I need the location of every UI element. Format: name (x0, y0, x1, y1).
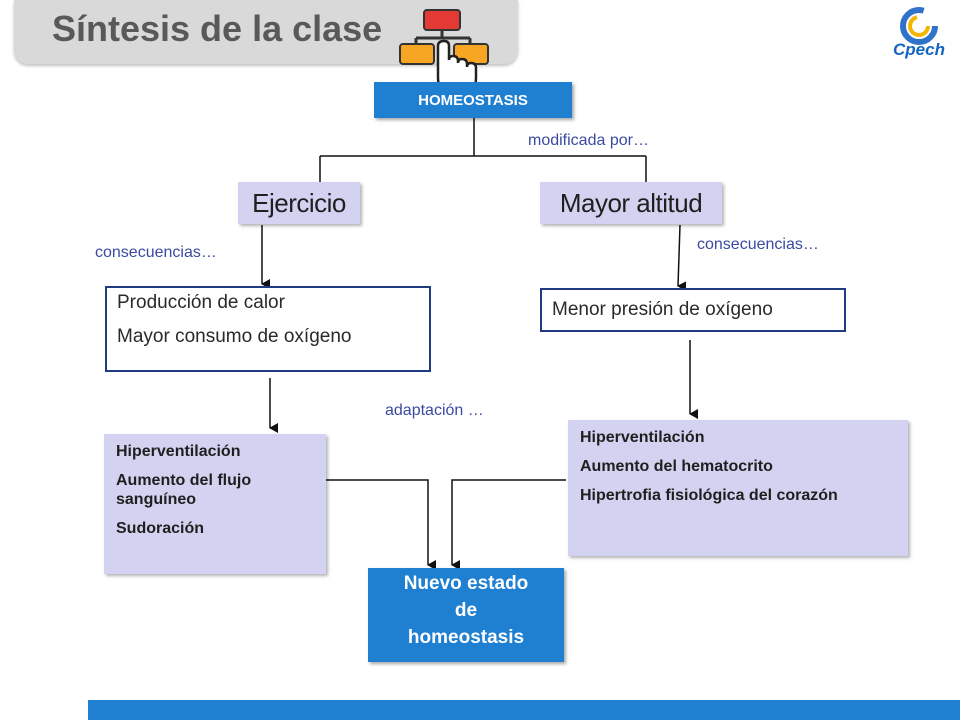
effect-item: Producción de calor (117, 292, 285, 313)
page-title: Síntesis de la clase (52, 8, 383, 49)
adaptation-item: Aumento del hematocrito (580, 458, 773, 475)
branch-exercise-node: Ejercicio (238, 182, 360, 224)
cpech-logo-icon (900, 7, 938, 45)
homeostasis-root-node: HOMEOSTASIS (374, 82, 572, 118)
exercise-effects-box: Producción de calor Mayor consumo de oxí… (105, 286, 431, 372)
adaptation-item: Aumento del flujo sanguíneo (116, 472, 252, 508)
flowchart-hand-icon (399, 9, 489, 96)
adaptation-item: Hiperventilación (116, 443, 241, 460)
result-line: Nuevo estado (403, 573, 529, 594)
adaptation-annotation: adaptación … (385, 402, 484, 419)
effect-item: Mayor consumo de oxígeno (117, 326, 352, 347)
modifier-annotation: modificada por… (528, 132, 649, 149)
altitude-adaptations-box: Hiperventilación Aumento del hematocrito… (568, 420, 908, 556)
homeostasis-root-label: HOMEOSTASIS (418, 91, 528, 109)
result-line: de (454, 600, 478, 621)
result-line: homeostasis (407, 627, 525, 648)
consequence-annotation-left: consecuencias… (95, 244, 217, 261)
brand-logo-text: Cpech (893, 40, 945, 59)
altitude-effect-box: Menor presión de oxígeno (540, 288, 846, 332)
new-homeostasis-node: Nuevo estado de homeostasis (368, 568, 564, 662)
branch-altitude-node: Mayor altitud (540, 182, 722, 224)
adaptation-item: Hiperventilación (580, 429, 705, 446)
exercise-adaptations-box: Hiperventilación Aumento del flujo sangu… (104, 434, 326, 574)
branch-exercise-label: Ejercicio (252, 187, 346, 218)
adaptation-item: Hipertrofia fisiológica del corazón (580, 487, 838, 504)
adaptation-item: Sudoración (116, 520, 205, 537)
effect-item: Menor presión de oxígeno (552, 299, 773, 320)
consequence-annotation-right: consecuencias… (697, 236, 819, 253)
branch-altitude-label: Mayor altitud (559, 187, 703, 218)
footer-bar (88, 700, 960, 720)
